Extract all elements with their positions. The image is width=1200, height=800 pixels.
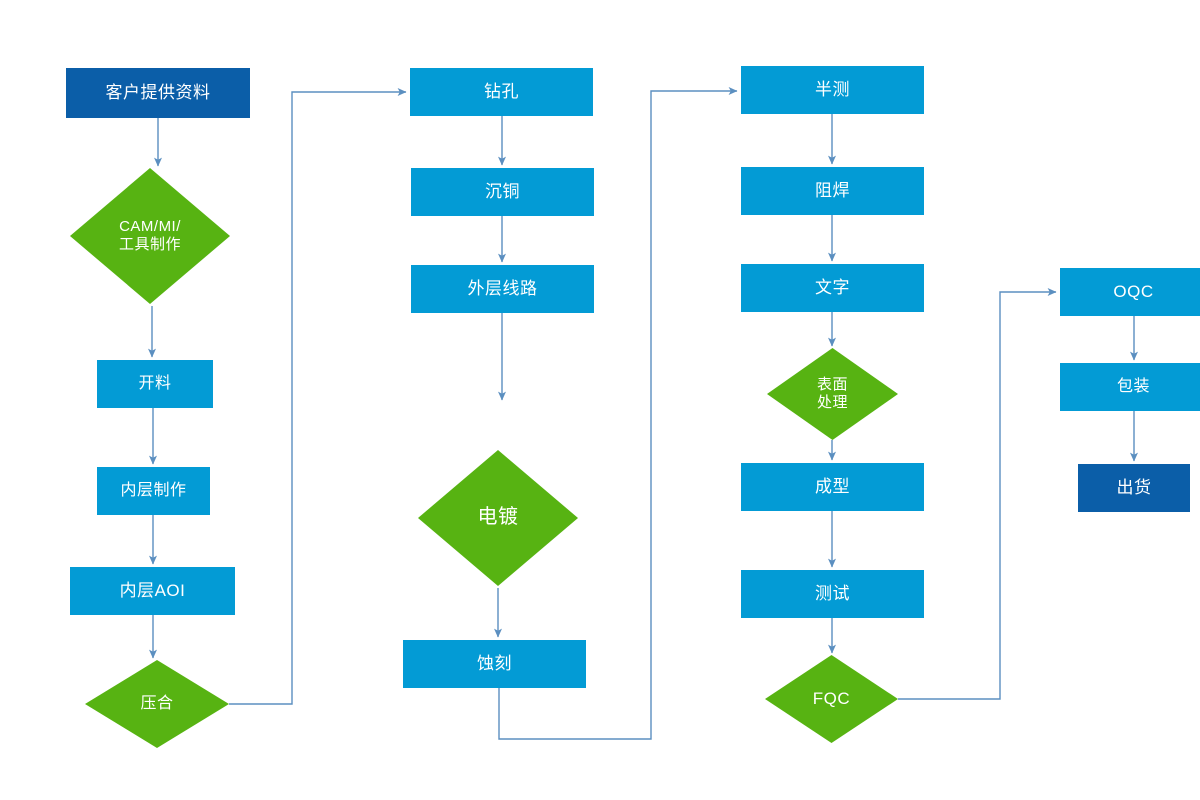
flow-node-label: 内层制作 xyxy=(120,481,187,499)
flow-node-label: 沉铜 xyxy=(485,181,520,201)
flow-node-label: FQC xyxy=(812,688,851,708)
flow-node-label: 包装 xyxy=(1116,377,1150,395)
flow-node-n20[interactable]: 包装 xyxy=(1060,363,1200,411)
flow-node-label: 表面 处理 xyxy=(816,376,848,411)
flow-node-n18[interactable]: FQC xyxy=(765,655,898,743)
flow-node-label: 测试 xyxy=(815,583,850,603)
flow-node-label: 成型 xyxy=(815,476,850,496)
flow-node-n13[interactable]: 阻焊 xyxy=(741,167,924,215)
diamond-shape-icon xyxy=(765,655,898,743)
flow-node-n1[interactable]: 客户提供资料 xyxy=(66,68,250,118)
flow-node-label: 外层线路 xyxy=(467,278,538,298)
flow-node-n15[interactable]: 表面 处理 xyxy=(767,348,898,440)
flow-node-label: 出货 xyxy=(1116,477,1152,497)
flow-node-n5[interactable]: 内层AOI xyxy=(70,567,235,615)
diamond-shape-icon xyxy=(767,348,898,440)
flow-node-n14[interactable]: 文字 xyxy=(741,264,924,312)
flow-node-n19[interactable]: OQC xyxy=(1060,268,1200,316)
flow-node-n4[interactable]: 内层制作 xyxy=(97,467,210,515)
flow-node-n12[interactable]: 半测 xyxy=(741,66,924,114)
flow-node-n9[interactable]: 外层线路 xyxy=(411,265,594,313)
diamond-shape-icon xyxy=(85,660,229,748)
flow-node-label: 开料 xyxy=(138,374,172,392)
flow-node-label: 钻孔 xyxy=(484,81,519,101)
flow-node-label: 压合 xyxy=(140,694,174,712)
diamond-shape-icon xyxy=(70,168,230,304)
flow-node-label: 阻焊 xyxy=(815,180,850,200)
flow-node-n6[interactable]: 压合 xyxy=(85,660,229,748)
flow-node-label: 文字 xyxy=(815,277,850,297)
connector-e6 xyxy=(229,88,407,705)
flow-node-n8[interactable]: 沉铜 xyxy=(411,168,594,216)
flow-node-n11[interactable]: 蚀刻 xyxy=(403,640,586,688)
flow-node-n21[interactable]: 出货 xyxy=(1078,464,1190,512)
flow-node-label: 内层AOI xyxy=(119,580,186,600)
flow-node-n2[interactable]: CAM/MI/ 工具制作 xyxy=(70,168,230,304)
flow-node-n3[interactable]: 开料 xyxy=(97,360,213,408)
flow-node-n7[interactable]: 钻孔 xyxy=(410,68,593,116)
flow-node-label: 蚀刻 xyxy=(477,653,512,673)
flow-node-n17[interactable]: 测试 xyxy=(741,570,924,618)
flow-node-label: OQC xyxy=(1113,281,1154,301)
flow-node-n16[interactable]: 成型 xyxy=(741,463,924,511)
diamond-shape-icon xyxy=(418,450,578,586)
flow-node-label: 客户提供资料 xyxy=(105,82,211,102)
flow-node-label: 半测 xyxy=(815,79,850,99)
flow-node-n10[interactable]: 电镀 xyxy=(418,450,578,586)
flow-node-label: CAM/MI/ 工具制作 xyxy=(118,218,181,253)
flow-node-label: 电镀 xyxy=(477,506,519,529)
